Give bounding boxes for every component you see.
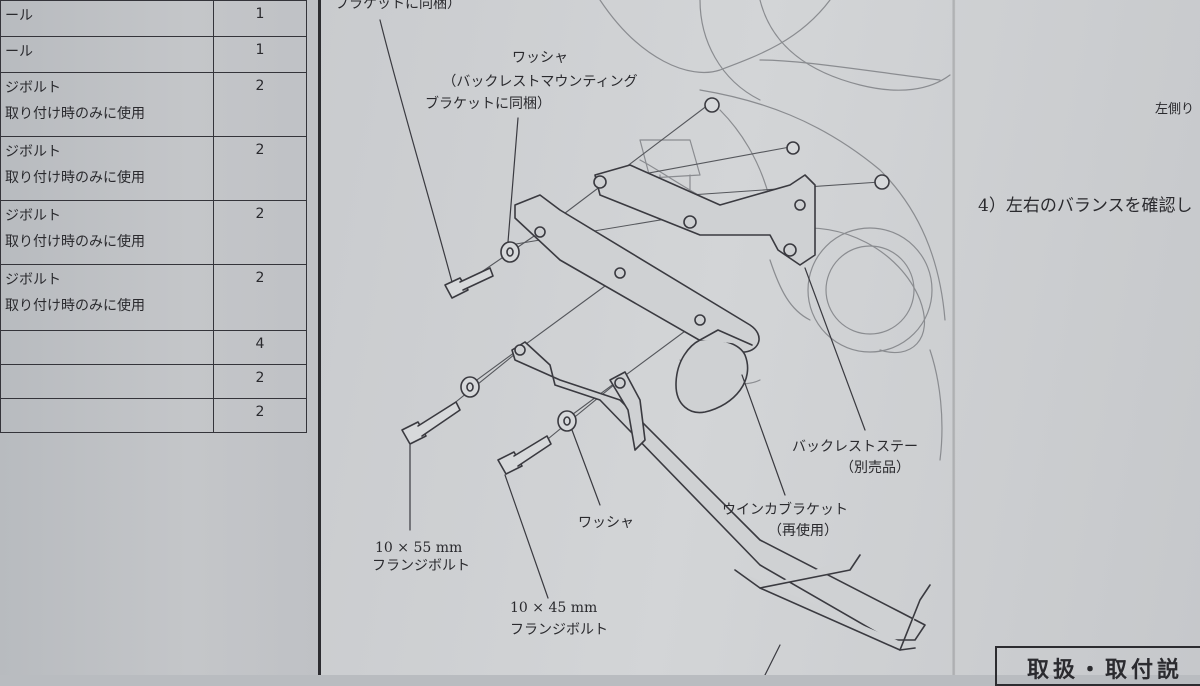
winker-bracket-label: ウインカブラケット: [722, 502, 848, 518]
backrest-stay-note: （別売品）: [840, 460, 910, 476]
washer-note-cut: ブラケットに同梱）: [335, 0, 461, 12]
table-row: ジボルト取り付け時のみに使用 2: [0, 136, 307, 201]
table-row: ジボルト取り付け時のみに使用 2: [0, 200, 307, 265]
part-qty: 2: [213, 72, 307, 137]
bolt-45-name: フランジボルト: [510, 622, 608, 638]
parts-table: ール 1 ール 1 ジボルト取り付け時のみに使用 2 ジボルト取り付け時のみに使…: [0, 0, 307, 433]
table-row: 2: [0, 398, 307, 433]
part-note: 取り付け時のみに使用: [5, 170, 145, 186]
mounting-bracket: [514, 194, 760, 353]
part-note: 取り付け時のみに使用: [5, 106, 145, 122]
column-divider: [318, 0, 321, 675]
washer-note: （バックレストマウンティング: [442, 74, 638, 90]
washer-label-bottom: ワッシャ: [578, 515, 634, 531]
left-side-note: 左側り: [1155, 102, 1195, 117]
part-name: ール: [0, 0, 214, 37]
part-qty: 2: [213, 136, 307, 201]
winker-bracket-note: （再使用）: [768, 523, 838, 539]
bolt-55-name: フランジボルト: [372, 558, 470, 574]
step-4-text: 4）左右のバランスを確認し: [978, 196, 1193, 216]
part-qty: 1: [213, 36, 307, 73]
part-note: 取り付け時のみに使用: [5, 298, 145, 314]
bolt-55-size: 10 × 55 mm: [375, 540, 463, 556]
bolt-icon: [401, 267, 552, 475]
part-qty: 2: [213, 364, 307, 399]
document-title-box: 取扱・取付説: [995, 646, 1200, 686]
part-name: ジボルト取り付け時のみに使用: [0, 136, 214, 201]
page-fold: [952, 0, 956, 675]
table-row: 4: [0, 330, 307, 365]
leader-lines: [379, 19, 866, 675]
winker-bracket: [511, 341, 931, 651]
table-row: 2: [0, 364, 307, 399]
table-row: ジボルト取り付け時のみに使用 2: [0, 264, 307, 331]
part-name: ジボルト取り付け時のみに使用: [0, 200, 214, 265]
part-name: [0, 398, 214, 433]
part-qty: 2: [213, 398, 307, 433]
bolt-45-size: 10 × 45 mm: [510, 600, 598, 616]
washer-label: ワッシャ: [512, 50, 568, 66]
table-row: ール 1: [0, 36, 307, 73]
part-name: ジボルト取り付け時のみに使用: [0, 264, 214, 331]
part-name: [0, 364, 214, 399]
washer-note-2: ブラケットに同梱）: [425, 96, 551, 112]
part-qty: 4: [213, 330, 307, 365]
motorcycle-outline: [599, 0, 951, 461]
part-note: 取り付け時のみに使用: [5, 234, 145, 250]
backrest-stay-label: バックレストステー: [792, 439, 918, 455]
part-qty: 2: [213, 264, 307, 331]
winker-lamp: [675, 329, 753, 414]
washer-icon: [460, 97, 890, 432]
backrest-stay: [593, 164, 816, 266]
part-name: [0, 330, 214, 365]
